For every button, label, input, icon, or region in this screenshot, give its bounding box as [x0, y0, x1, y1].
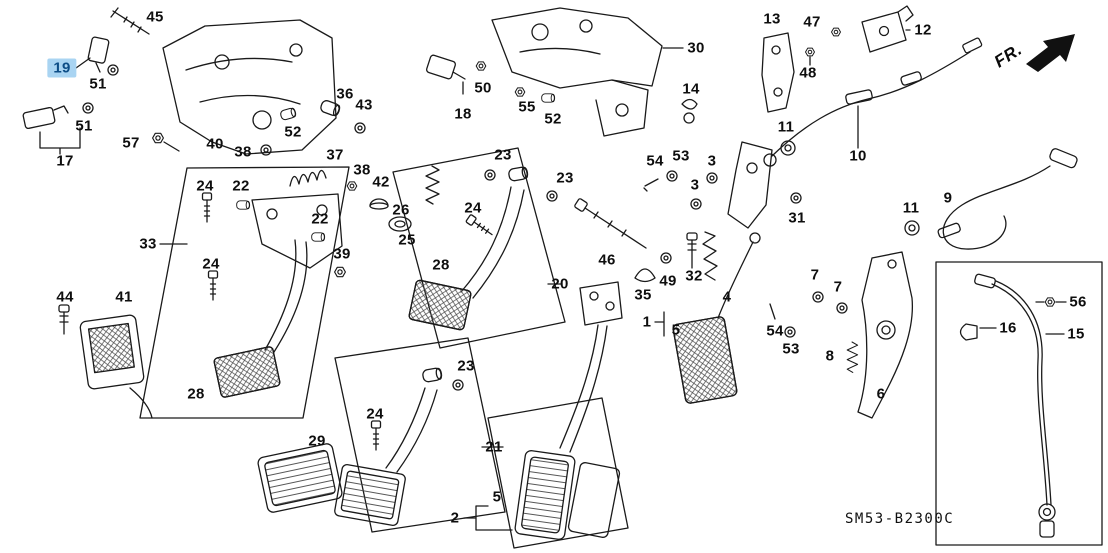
part-callout-32: 32	[685, 267, 703, 285]
part-callout-29: 29	[308, 432, 326, 450]
part-callout-5: 5	[671, 321, 681, 339]
part-callout-28: 28	[187, 385, 205, 403]
diagram-code: SM53-B2300C	[845, 511, 955, 527]
part-callout-20: 20	[551, 275, 569, 293]
part-callout-48: 48	[799, 64, 817, 82]
part-callout-28: 28	[432, 256, 450, 274]
part-callout-19: 19	[47, 58, 77, 78]
part-callout-33: 33	[139, 235, 157, 253]
part-callout-46: 46	[598, 251, 616, 269]
part-callout-3: 3	[690, 176, 700, 194]
part-callout-24: 24	[196, 177, 214, 195]
part-callout-18: 18	[454, 105, 472, 123]
part-callout-22: 22	[311, 210, 329, 228]
part-callout-51: 51	[75, 117, 93, 135]
part-callout-40: 40	[206, 135, 224, 153]
part-callout-8: 8	[825, 347, 835, 365]
part-callout-11: 11	[777, 118, 795, 136]
part-callout-57: 57	[122, 134, 140, 152]
part-callout-22: 22	[232, 177, 250, 195]
part-callout-30: 30	[687, 39, 705, 57]
part-callout-11: 11	[902, 199, 920, 217]
part-callout-39: 39	[333, 245, 351, 263]
part-callout-50: 50	[474, 79, 492, 97]
part-callout-4: 4	[722, 288, 732, 306]
part-callout-56: 56	[1069, 293, 1087, 311]
part-callout-13: 13	[763, 10, 781, 28]
part-callout-23: 23	[556, 169, 574, 187]
part-callout-16: 16	[999, 319, 1017, 337]
part-callout-3: 3	[707, 152, 717, 170]
part-callout-26: 26	[392, 201, 410, 219]
part-callout-41: 41	[115, 288, 133, 306]
part-callout-38: 38	[353, 161, 371, 179]
part-callout-24: 24	[464, 199, 482, 217]
part-callout-10: 10	[849, 147, 867, 165]
part-callout-51: 51	[89, 75, 107, 93]
part-callout-44: 44	[56, 288, 74, 306]
part-callout-24: 24	[366, 405, 384, 423]
part-callout-54: 54	[766, 322, 784, 340]
part-callout-54: 54	[646, 152, 664, 170]
part-callout-37: 37	[326, 146, 344, 164]
part-callout-9: 9	[943, 189, 953, 207]
part-callout-17: 17	[56, 152, 74, 170]
part-callout-6: 6	[876, 385, 886, 403]
part-callout-52: 52	[544, 110, 562, 128]
part-callout-1: 1	[642, 313, 652, 331]
part-callout-43: 43	[355, 96, 373, 114]
part-callout-53: 53	[672, 147, 690, 165]
part-callout-7: 7	[810, 266, 820, 284]
part-callout-2: 2	[450, 509, 460, 527]
part-callout-35: 35	[634, 286, 652, 304]
part-callout-55: 55	[518, 98, 536, 116]
part-callout-23: 23	[457, 357, 475, 375]
part-callout-24: 24	[202, 255, 220, 273]
part-callout-36: 36	[336, 85, 354, 103]
part-callout-38: 38	[234, 143, 252, 161]
part-callout-14: 14	[682, 80, 700, 98]
part-callout-15: 15	[1067, 325, 1085, 343]
part-callout-23: 23	[494, 146, 512, 164]
part-callout-31: 31	[788, 209, 806, 227]
part-callout-7: 7	[833, 278, 843, 296]
part-callout-53: 53	[782, 340, 800, 358]
part-callout-42: 42	[372, 173, 390, 191]
part-callout-5: 5	[492, 488, 502, 506]
part-callout-12: 12	[914, 21, 932, 39]
part-callout-52: 52	[284, 123, 302, 141]
part-callout-47: 47	[803, 13, 821, 31]
part-callout-25: 25	[398, 231, 416, 249]
part-callout-49: 49	[659, 272, 677, 290]
part-callout-45: 45	[146, 8, 164, 26]
part-callout-21: 21	[485, 438, 503, 456]
fr-arrow-icon	[1026, 34, 1075, 72]
